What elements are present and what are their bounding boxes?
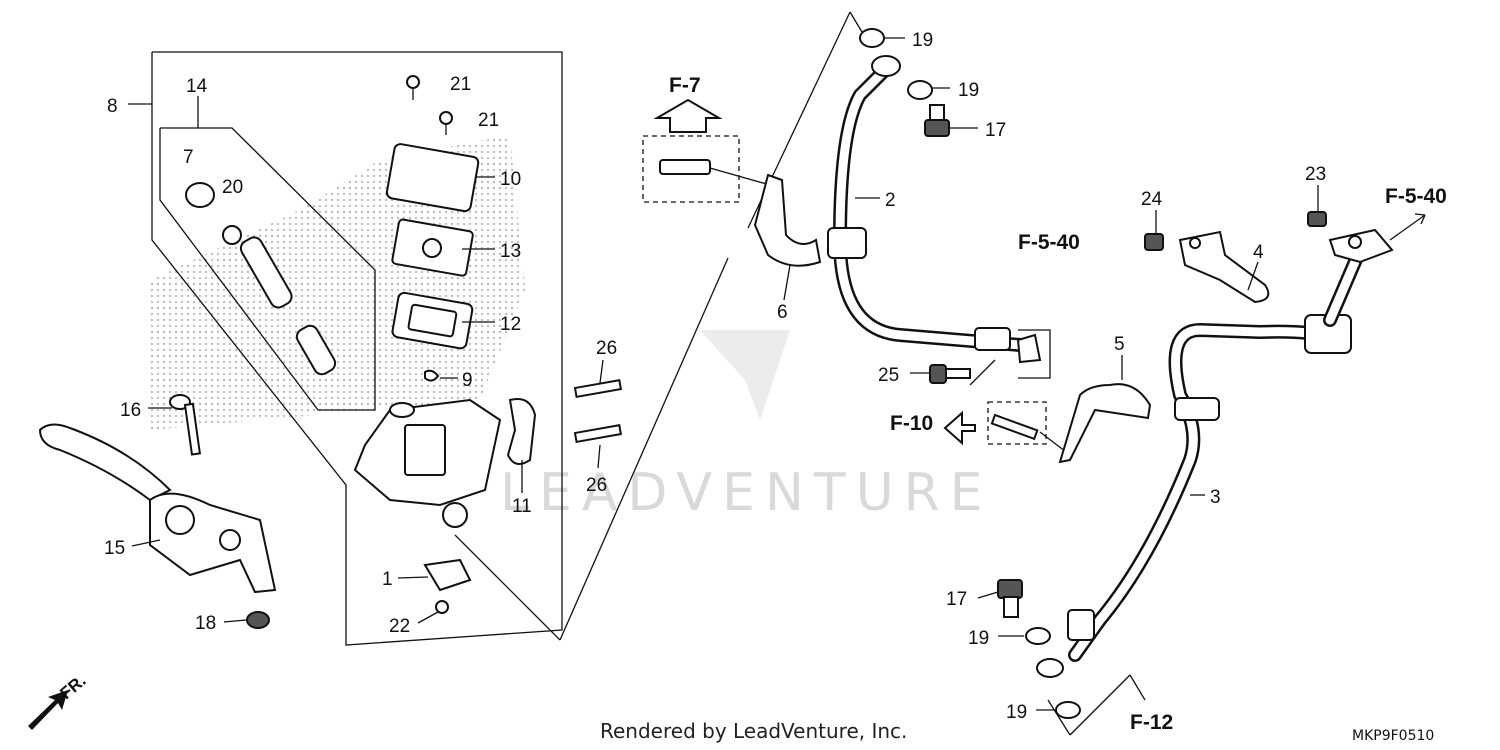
f7-bolt (659, 159, 711, 175)
callout-17b: 17 (946, 589, 967, 610)
clamp-bolt-25 (929, 364, 971, 384)
hose-joint (1307, 211, 1394, 264)
boot-cap (185, 182, 215, 208)
f7-arrow (653, 98, 723, 133)
hose-bracket-5 (1058, 383, 1152, 464)
reservoir-cap (385, 143, 480, 213)
cap-screws (406, 75, 453, 135)
ref-f5-40-center: F-5-40 (1018, 231, 1080, 254)
hose-bracket-4 (1144, 230, 1270, 304)
brake-lever (38, 423, 277, 594)
callout-21a: 21 (450, 74, 471, 95)
callout-leaders (128, 37, 1319, 711)
leader-lines (454, 11, 1146, 736)
callout-24: 24 (1141, 189, 1163, 210)
callout-19c: 19 (968, 628, 989, 649)
oil-bolt-2 (997, 579, 1023, 618)
watermark: LEADVENTURE (500, 330, 993, 523)
callout-18: 18 (195, 613, 216, 634)
sealing-washer-2 (907, 80, 933, 100)
f10-arrow (943, 410, 976, 446)
circlip (222, 225, 242, 245)
sealing-washer-4 (1055, 701, 1081, 719)
callout-6: 6 (777, 302, 788, 323)
piston-set (239, 236, 337, 376)
oil-bolt-1 (924, 104, 950, 137)
f10-dashed-box (987, 401, 1047, 445)
callout-12: 12 (500, 314, 521, 335)
holder-bolts (573, 379, 623, 444)
callout-19d: 19 (1006, 702, 1027, 723)
callout-17a: 17 (985, 120, 1006, 141)
f540-box-center (1018, 329, 1051, 379)
callout-21b: 21 (478, 110, 499, 131)
f7-dashed-box (642, 135, 740, 203)
callout-20: 20 (222, 177, 243, 198)
callout-labels: 8 14 7 20 21 21 10 13 12 9 16 15 18 1 22… (104, 30, 1326, 723)
callout-26a: 26 (596, 338, 617, 359)
clip (424, 369, 440, 382)
callout-4: 4 (1253, 242, 1264, 263)
upper-brake-hose (827, 55, 1027, 352)
lever-nut (246, 611, 270, 629)
callout-5: 5 (1114, 334, 1125, 355)
pivot-bolt (169, 394, 202, 456)
callout-25: 25 (878, 365, 899, 386)
callout-10: 10 (500, 169, 521, 190)
callout-9: 9 (462, 370, 473, 391)
ref-f10: F-10 (890, 412, 933, 435)
reference-labels: F-7 F-5-40 F-5-40 F-10 F-12 (669, 74, 1447, 734)
ref-f5-40-right: F-5-40 (1385, 185, 1447, 208)
front-direction-arrow: FR. (28, 671, 90, 730)
footer-credit: Rendered by LeadVenture, Inc. (600, 719, 907, 743)
sealing-washer-3 (1025, 627, 1051, 645)
callout-26b: 26 (586, 475, 607, 496)
callout-23: 23 (1305, 164, 1326, 185)
handlebar-holder (506, 398, 537, 465)
watermark-logo (700, 330, 790, 420)
brake-switch (423, 558, 472, 592)
callout-14: 14 (186, 76, 208, 97)
callout-22: 22 (389, 616, 410, 637)
sealing-washer-1 (859, 28, 885, 48)
callout-8: 8 (107, 96, 118, 117)
master-cylinder (353, 398, 502, 528)
callout-19b: 19 (958, 80, 979, 101)
callout-19a: 19 (912, 30, 933, 51)
watermark-text: LEADVENTURE (500, 463, 993, 523)
switch-screw (435, 600, 449, 614)
callout-11: 11 (512, 496, 532, 517)
assembly-outline (151, 51, 563, 646)
callout-13: 13 (500, 241, 521, 262)
diagram-code: MKP9F0510 (1352, 728, 1434, 744)
hose-clamp-bracket (753, 173, 822, 267)
callout-1: 1 (382, 569, 393, 590)
lower-brake-hose (1036, 243, 1367, 678)
callout-15: 15 (104, 538, 125, 559)
ref-f12: F-12 (1130, 711, 1173, 734)
callout-16: 16 (120, 400, 141, 421)
ref-f7: F-7 (669, 74, 701, 97)
callout-2: 2 (885, 190, 896, 211)
callout-7: 7 (183, 147, 194, 168)
callout-3: 3 (1210, 487, 1221, 508)
subassembly-outline (159, 127, 376, 411)
